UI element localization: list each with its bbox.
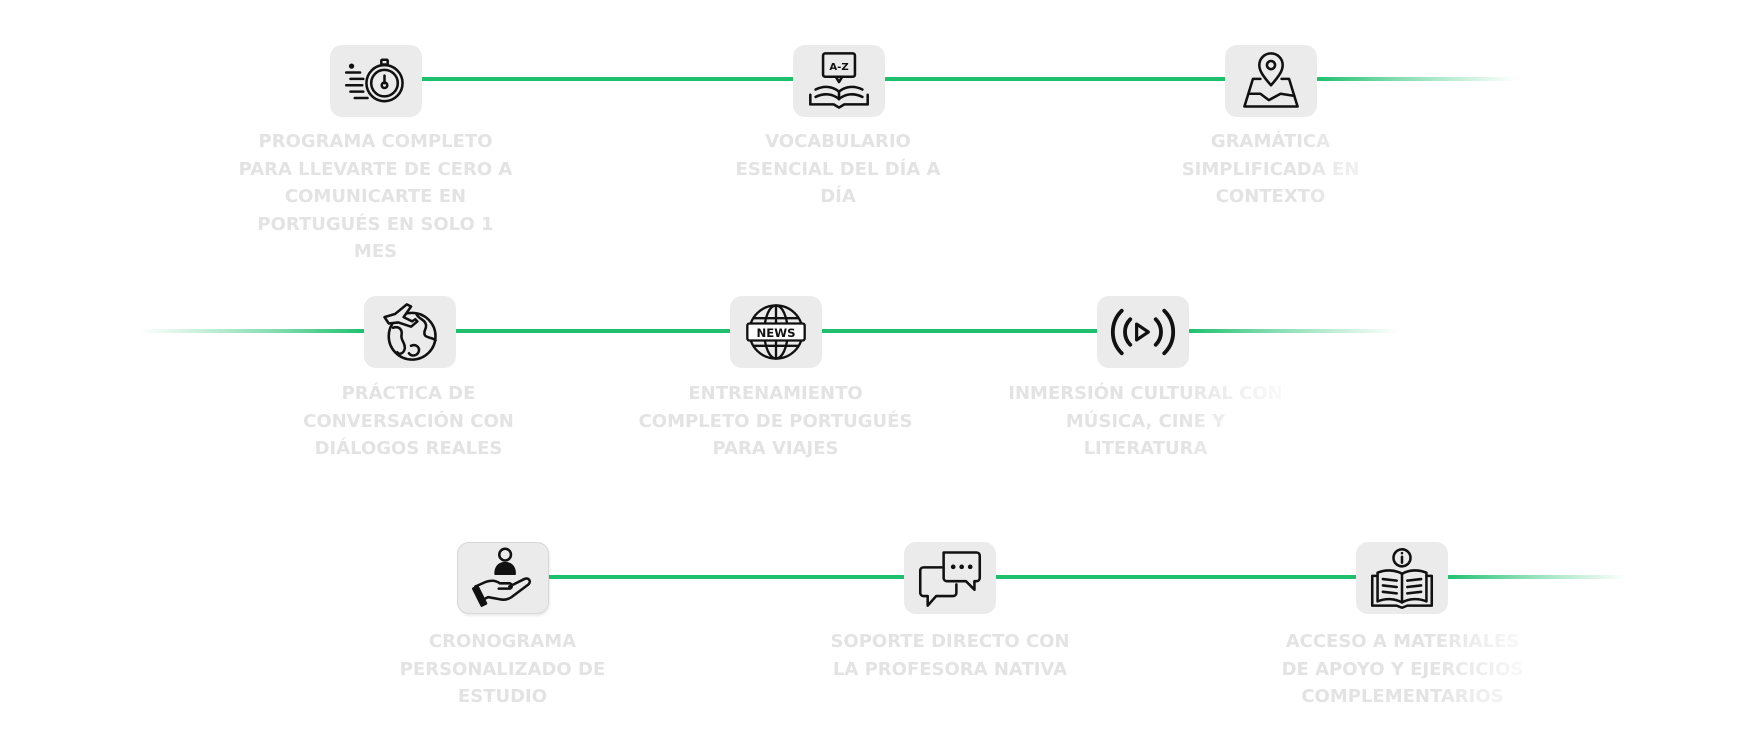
- timeline-connector: [548, 575, 908, 579]
- broadcast-play-icon: [1110, 308, 1176, 356]
- timeline-connector: [996, 575, 1356, 579]
- timeline-connector: [420, 77, 795, 81]
- timeline-connector: [884, 77, 1226, 81]
- feature-label: ENTRENAMIENTO COMPLETO DE PORTUGUÉS PARA…: [638, 383, 913, 459]
- timeline-connector-fade: [1316, 77, 1516, 81]
- chat-bubbles-icon: [918, 551, 982, 607]
- timeline-connector: [454, 329, 732, 333]
- feature-icon-tile: [364, 296, 456, 368]
- feature-label: ACCESO A MATERIALES DE APOYO Y EJERCICIO…: [1281, 631, 1524, 707]
- feature-icon-tile: NEWS: [730, 296, 822, 368]
- feature-label: VOCABULARIO ESENCIAL DEL DÍA A DÍA: [735, 131, 941, 207]
- timeline-connector: [820, 329, 1098, 333]
- hand-person-icon: [471, 547, 532, 607]
- a-z-book-icon: A-Z: [809, 52, 869, 109]
- feature-icon-tile: [1356, 542, 1448, 614]
- timeline-connector-fade: [1188, 329, 1398, 333]
- timeline-connector-fade: [140, 329, 365, 333]
- feature-label: GRAMÁTICA SIMPLIFICADA EN CONTEXTO: [1181, 131, 1360, 207]
- feature-icon-tile: A-Z: [793, 45, 885, 117]
- feature-label: PROGRAMA COMPLETO PARA LLEVARTE DE CERO …: [238, 131, 513, 262]
- feature-label: CRONOGRAMA PERSONALIZADO DE ESTUDIO: [399, 631, 606, 707]
- stopwatch-speed-icon: [344, 58, 404, 103]
- open-book-info-icon: [1370, 548, 1434, 610]
- svg-text:A-Z: A-Z: [829, 62, 848, 73]
- svg-text:NEWS: NEWS: [756, 326, 795, 340]
- feature-label: INMERSIÓN CULTURAL CON MÚSICA, CINE Y LI…: [1008, 383, 1283, 459]
- feature-icon-tile: [1225, 45, 1317, 117]
- feature-icon-tile: [904, 542, 996, 614]
- map-pin-icon: [1243, 52, 1299, 108]
- feature-icon-tile: [1097, 296, 1189, 368]
- feature-label: SOPORTE DIRECTO CON LA PROFESORA NATIVA: [830, 631, 1070, 680]
- news-globe-icon: NEWS: [746, 304, 806, 360]
- feature-label: PRÁCTICA DE CONVERSACIÓN CON DIÁLOGOS RE…: [303, 383, 514, 459]
- globe-plane-icon: [383, 303, 437, 361]
- timeline-connector-fade: [1446, 575, 1626, 579]
- feature-icon-tile: [330, 45, 422, 117]
- feature-icon-tile: [457, 542, 549, 614]
